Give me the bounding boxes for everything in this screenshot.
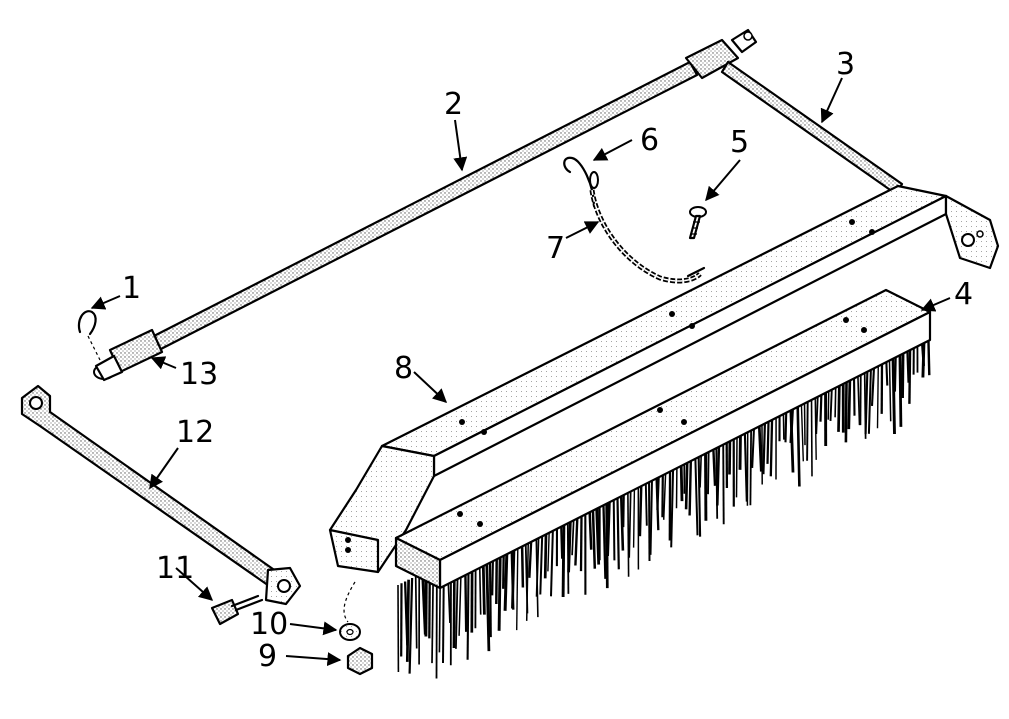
- callout-13: 13: [180, 357, 218, 392]
- callout-3: 3: [836, 47, 855, 82]
- bristle: [414, 576, 418, 649]
- leader-lines: [90, 77, 951, 667]
- callout-5: 5: [730, 125, 749, 160]
- callout-7: 7: [546, 231, 565, 266]
- part-11-bolt: [210, 594, 264, 626]
- leader-3: [820, 77, 843, 124]
- leader-2: [453, 119, 468, 172]
- part-2-upper-rod: [148, 60, 699, 353]
- part-13-collar: [93, 328, 164, 382]
- leader-11: [175, 567, 214, 601]
- leader-13: [150, 356, 177, 370]
- bristle: [408, 577, 414, 674]
- part-7-chain: [589, 189, 706, 284]
- hinge-bracket: [684, 28, 758, 80]
- leader-4: [920, 297, 951, 312]
- bristle: [405, 579, 410, 662]
- leader-7: [565, 221, 600, 239]
- part-1-cotter-pin: [77, 310, 101, 361]
- part-8-brush-frame: [328, 184, 1000, 574]
- leader-5: [705, 159, 741, 202]
- callout-2: 2: [444, 87, 463, 122]
- callout-10: 10: [250, 607, 288, 642]
- leader-1: [90, 295, 121, 310]
- part-4-brush-block: [394, 288, 932, 679]
- callout-9: 9: [258, 639, 277, 674]
- callout-8: 8: [394, 351, 413, 386]
- part-5-screw: [688, 206, 707, 240]
- callout-12: 12: [176, 415, 214, 450]
- leader-12: [149, 447, 179, 490]
- callout-1: 1: [122, 271, 141, 306]
- leader-8: [413, 371, 448, 403]
- callout-6: 6: [640, 123, 659, 158]
- leader-9: [285, 652, 342, 667]
- callout-11: 11: [156, 551, 194, 586]
- part-10-washer: [339, 581, 361, 641]
- callout-labels: 1 2 3 4 5 6 7 8 9 10 11 12 13: [122, 47, 973, 674]
- leader-6: [592, 139, 633, 161]
- part-9-nut: [346, 646, 374, 676]
- leader-10: [289, 621, 338, 636]
- part-6-hook: [563, 156, 599, 208]
- callout-4: 4: [954, 277, 973, 312]
